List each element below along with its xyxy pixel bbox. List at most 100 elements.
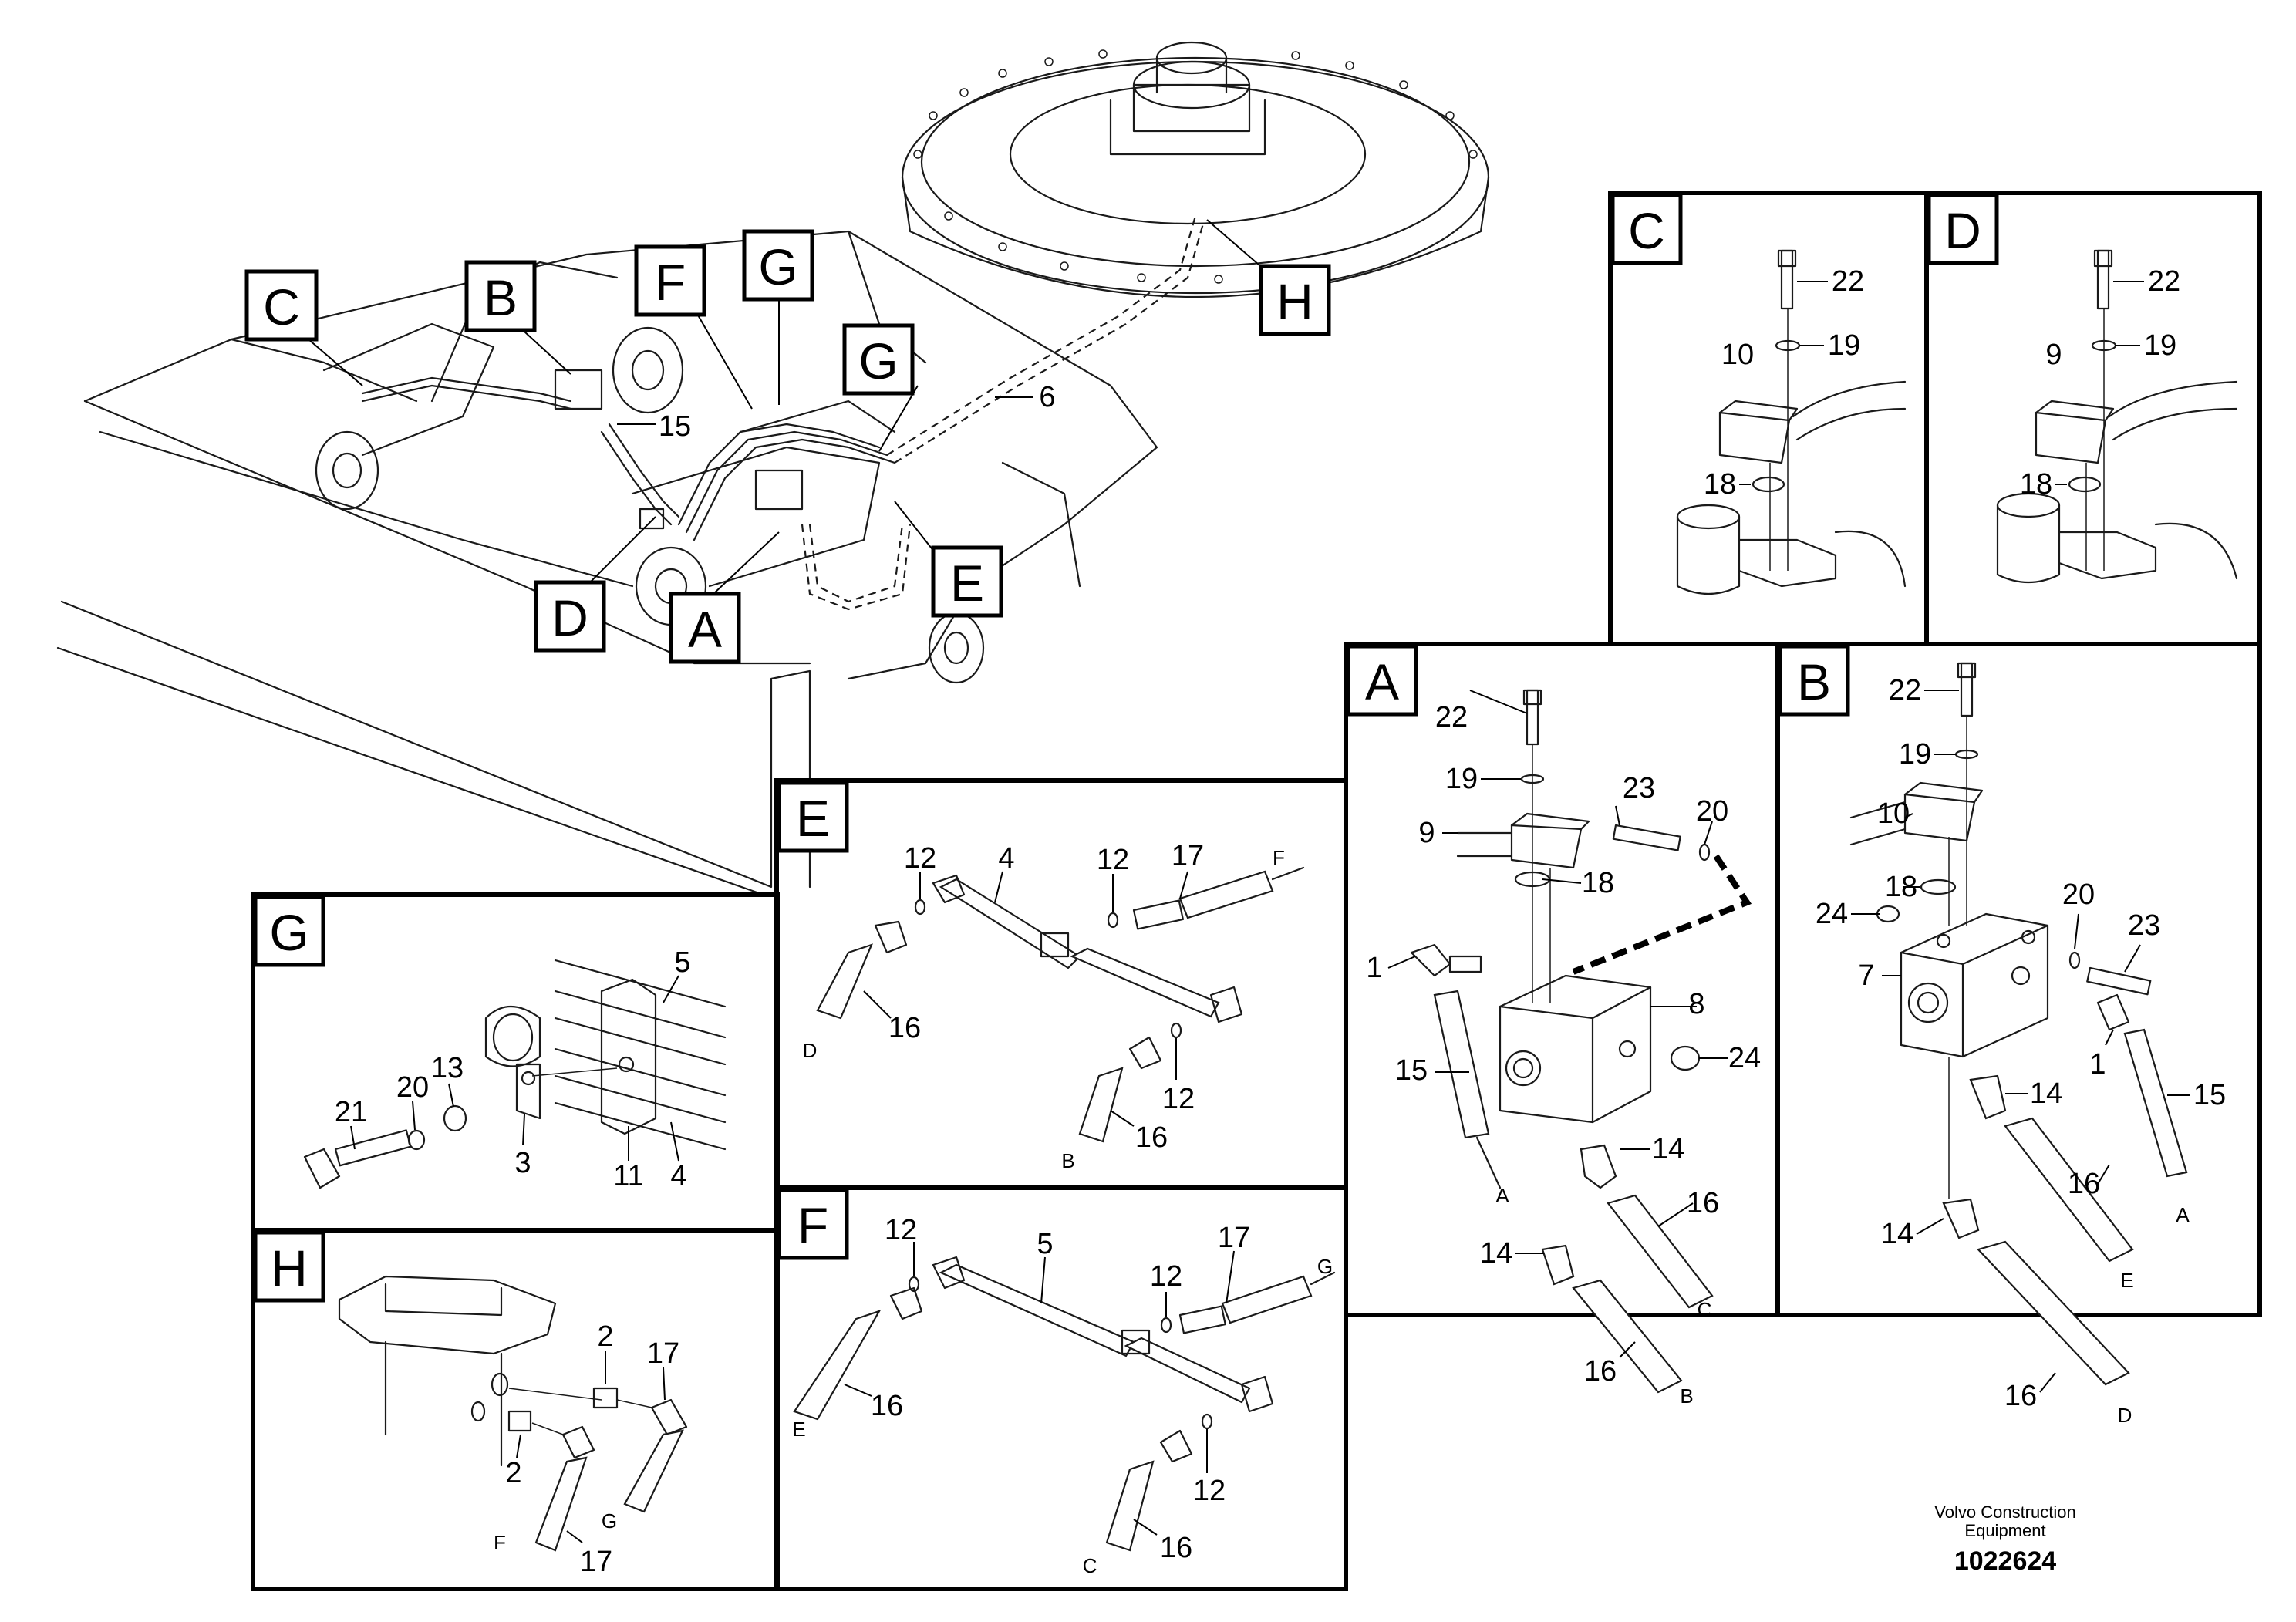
- main-number-6: 6: [1039, 381, 1055, 413]
- panel-E-num-16a: 16: [888, 1012, 921, 1044]
- callout-F-main: F: [634, 244, 706, 317]
- panel-H-num-17a: 17: [647, 1337, 679, 1370]
- panel-B-num-23: 23: [2128, 909, 2160, 942]
- svg-text:B: B: [1797, 653, 1831, 710]
- panel-F-num-5: 5: [1037, 1228, 1053, 1260]
- svg-text:H: H: [271, 1239, 308, 1297]
- footer-company-line2: Equipment: [1964, 1521, 2045, 1540]
- callout-C-main: C: [244, 269, 319, 342]
- svg-text:E: E: [950, 555, 984, 612]
- panel-F-num-12b: 12: [1150, 1260, 1182, 1293]
- panel-A-num-14a: 14: [1652, 1133, 1684, 1165]
- panel-D-num-19: 19: [2144, 329, 2176, 362]
- panel-E-num-12c: 12: [1162, 1083, 1195, 1115]
- panel-A-label: A: [1346, 644, 1418, 717]
- panel-A-num-23: 23: [1623, 772, 1655, 804]
- svg-text:G: G: [758, 238, 797, 295]
- svg-text:A: A: [1365, 653, 1399, 710]
- panel-A-num-16a: 16: [1687, 1187, 1719, 1219]
- panel-F: F 12 5 17 12 16 12 16 G E C: [777, 1188, 1336, 1577]
- panel-B-num-14b: 14: [1881, 1218, 1913, 1250]
- panel-B-num-15: 15: [2193, 1079, 2226, 1111]
- panel-H-num-17b: 17: [580, 1546, 612, 1578]
- panel-G-num-11: 11: [613, 1160, 643, 1192]
- panel-A-num-24: 24: [1728, 1042, 1761, 1074]
- footer-company: Volvo Construction: [1934, 1502, 2075, 1522]
- panel-E-num-12a: 12: [904, 842, 936, 875]
- svg-text:H: H: [1276, 273, 1313, 330]
- main-leaders: [308, 219, 1266, 595]
- panel-C-num-18: 18: [1704, 468, 1736, 501]
- panel-B-num-24: 24: [1816, 898, 1848, 930]
- panel-B-num-22: 22: [1889, 674, 1921, 706]
- svg-text:F: F: [655, 254, 686, 311]
- panel-B-num-20: 20: [2062, 878, 2095, 911]
- panel-D-num-22: 22: [2148, 265, 2180, 298]
- panel-F-end-C: C: [1083, 1554, 1097, 1577]
- panel-E-label: E: [777, 781, 849, 853]
- footer: Volvo Construction Equipment 1022624: [1934, 1502, 2075, 1576]
- panel-B-num-18: 18: [1885, 871, 1917, 903]
- panel-D: D 22 19 9 18: [1927, 193, 2238, 584]
- panel-B-num-16b: 16: [2004, 1380, 2037, 1412]
- panel-E-end-D: D: [803, 1039, 818, 1062]
- panel-D-label: D: [1927, 193, 1999, 265]
- svg-text:A: A: [688, 601, 722, 658]
- panel-A-num-15: 15: [1395, 1054, 1428, 1087]
- panel-C-num-22: 22: [1832, 265, 1864, 298]
- panel-E-num-17: 17: [1172, 840, 1204, 872]
- panel-B: B: [1778, 644, 2226, 1427]
- panel-B-end-D: D: [2118, 1404, 2132, 1427]
- svg-text:D: D: [1944, 202, 1981, 259]
- svg-text:G: G: [269, 904, 308, 961]
- panel-B-num-14a: 14: [2030, 1077, 2062, 1110]
- panel-H-end-G: G: [602, 1509, 617, 1533]
- svg-text:F: F: [797, 1197, 828, 1254]
- panel-G-num-20: 20: [396, 1071, 429, 1104]
- panel-H-label: H: [253, 1230, 325, 1303]
- panel-frames: [251, 191, 2262, 1591]
- panel-E-num-4: 4: [998, 842, 1014, 875]
- panel-A: A: [1346, 644, 1761, 1408]
- panel-G-num-5: 5: [674, 946, 690, 979]
- panel-F-num-17: 17: [1218, 1222, 1250, 1254]
- panel-C-num-10: 10: [1721, 339, 1754, 371]
- panel-G-label: G: [253, 895, 325, 967]
- panel-F-num-16a: 16: [871, 1390, 903, 1422]
- panel-A-end-C: C: [1698, 1298, 1712, 1321]
- panel-F-label: F: [777, 1188, 849, 1260]
- panel-H-num-2a: 2: [597, 1320, 613, 1353]
- panel-F-end-E: E: [792, 1418, 805, 1441]
- panel-E-end-B: B: [1061, 1149, 1074, 1172]
- panel-C-label: C: [1610, 193, 1683, 265]
- panel-F-num-12a: 12: [885, 1214, 917, 1246]
- panel-E-end-F: F: [1273, 846, 1285, 869]
- ring-bolt-holes: [913, 49, 1478, 284]
- panel-B-end-A: A: [2176, 1203, 2190, 1226]
- panel-A-num-22: 22: [1435, 701, 1468, 733]
- panel-D-num-9: 9: [2045, 339, 2062, 371]
- main-assembly-view: [56, 41, 1490, 896]
- panel-F-end-G: G: [1317, 1255, 1333, 1278]
- panel-A-num-9: 9: [1418, 817, 1435, 849]
- panel-A-num-8: 8: [1688, 988, 1704, 1020]
- svg-text:C: C: [1628, 202, 1665, 259]
- callout-B-main: B: [464, 260, 537, 332]
- main-number-15: 15: [659, 410, 691, 443]
- callout-D-main: D: [534, 580, 606, 653]
- panel-F-num-16b: 16: [1160, 1532, 1192, 1564]
- panel-G-num-21: 21: [335, 1096, 367, 1128]
- panel-G: G 5 13 20 21 3 11 4: [253, 895, 727, 1192]
- panel-H-num-2b: 2: [505, 1457, 521, 1489]
- panel-B-num-10: 10: [1877, 798, 1910, 830]
- panel-A-end-A: A: [1495, 1184, 1509, 1207]
- callout-E-main: E: [931, 545, 1003, 618]
- panel-H: H 2 17 2 17 G F: [253, 1230, 688, 1578]
- panel-A-num-14b: 14: [1480, 1237, 1512, 1270]
- panel-A-num-19: 19: [1445, 763, 1478, 795]
- panel-C-num-19: 19: [1828, 329, 1860, 362]
- panel-A-end-B: B: [1680, 1384, 1693, 1408]
- panel-F-num-12c: 12: [1193, 1475, 1226, 1507]
- svg-text:C: C: [263, 278, 300, 336]
